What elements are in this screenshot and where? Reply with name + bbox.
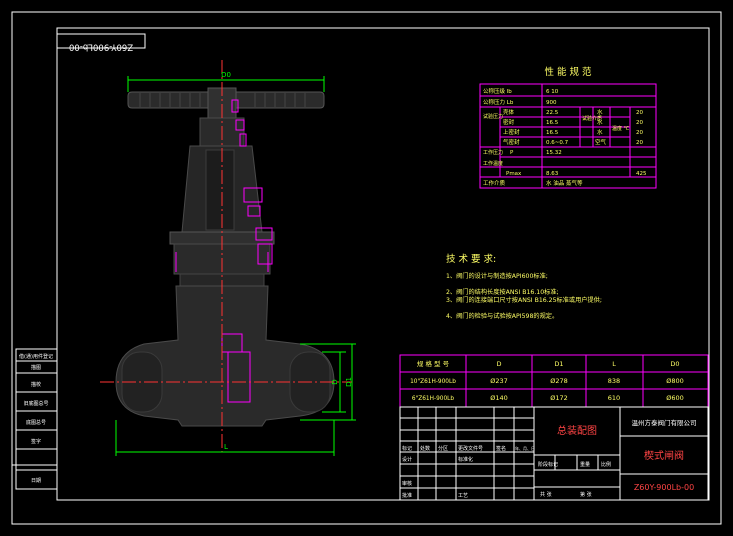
spec-header-2: D1 (554, 360, 563, 368)
tb-label-0: 标记 (402, 445, 412, 452)
spec-table-grid (399, 354, 709, 408)
tech-item-2: 3、阀门的连接端口尺寸按ANSI B16.25标准或用户提供; (446, 296, 602, 304)
spec-header-4: D0 (670, 360, 679, 368)
dim-d0: D0 (221, 71, 231, 79)
sheet-border (11, 11, 722, 525)
perf-label-1: 公称压力 Lb (483, 98, 514, 106)
spec-cell-1-4: Ø600 (666, 394, 684, 402)
strip-label-5: 签字 (31, 438, 41, 445)
spec-header-1: D (496, 360, 501, 368)
strip-label-4: 底图总号 (26, 419, 46, 426)
perf-value-1: 900 (546, 100, 557, 106)
perf-temp-0: 20 (636, 110, 643, 116)
company-name: 温州方泰阀门有限公司 (632, 418, 697, 427)
code-box (56, 33, 146, 49)
spec-cell-1-3: 610 (608, 394, 620, 402)
perf-label-2: 试验压力 (483, 113, 503, 120)
perf-temp-3: 20 (636, 140, 643, 146)
tb-label-14: 共 张 (540, 491, 552, 498)
strip-label-0: 借(通)用件登记 (19, 353, 53, 360)
performance-title: 性 能 规 范 (544, 66, 592, 78)
perf-medium-2: 水 (597, 128, 603, 136)
perf-medium-1: 水 (597, 118, 603, 126)
tech-title: 技 术 要 求: (446, 253, 496, 265)
perf-sub-0: 壳体 (503, 108, 515, 116)
drawing-code: Z60Y-900Lb-00 (634, 483, 694, 492)
tech-item-1: 2、阀门的结构长度按ANSI B16.10标准; (446, 288, 559, 296)
left-registration-strip: 借(通)用件登记 描图 描校 旧底图总号 底图总号 签字 日期 (15, 348, 58, 490)
strip-label-6: 日期 (31, 478, 41, 484)
perf-temp-label: 温度 ℃ (612, 125, 630, 132)
spec-cell-1-0: 6"Z61H-900Lb (412, 396, 454, 402)
perf-val-3: 0.6~0.7 (546, 140, 569, 146)
tech-item-3: 4、阀门的检验与试验按API598的规定。 (446, 312, 558, 320)
perf-medium-label: 试验介质 (582, 115, 602, 122)
spec-header-3: L (612, 360, 616, 368)
tb-label-15: 第 张 (580, 491, 592, 498)
strip-label-3: 旧底图总号 (23, 400, 48, 407)
title-block-grid (399, 406, 709, 501)
perf-value-0: 6 10 (546, 89, 559, 95)
perf-label-4: 工作温度 (483, 160, 503, 167)
perf-val-2: 16.5 (546, 130, 559, 136)
perf-label-0: 公称压级 lb (483, 87, 512, 95)
perf-medium-0: 水 (597, 108, 603, 116)
perf-temp-2: 20 (636, 130, 643, 136)
tb-label-13: 批准 (402, 492, 412, 499)
perf-medium-3: 空气 (595, 138, 607, 146)
spec-cell-0-4: Ø800 (666, 377, 684, 385)
tb-label-10: 比例 (601, 461, 611, 468)
dimensions (115, 76, 356, 456)
mirrored-drawing-code: Z60Y-900Lb-00 (69, 42, 133, 52)
perf-val-0: 22.5 (546, 110, 559, 116)
dim-l: L (224, 443, 228, 451)
performance-table-grid (479, 83, 657, 189)
spec-cell-0-3: 838 (608, 377, 620, 385)
tb-label-2: 分区 (438, 445, 448, 452)
spec-cell-0-2: Ø278 (550, 377, 568, 385)
tb-label-3: 更改文件号 (458, 445, 483, 452)
tb-label-9: 重量 (580, 461, 590, 468)
strip-label-1: 描图 (31, 364, 41, 371)
perf-sub-1: 密封 (503, 118, 515, 126)
perf-label-5: 工作介质 (483, 179, 506, 187)
drawing-name: 总装配图 (557, 424, 597, 437)
tb-label-1: 处数 (420, 445, 430, 452)
gate-valve-drawing (100, 60, 352, 452)
perf-temp-pmax: 425 (636, 171, 647, 177)
frame-border (56, 27, 710, 501)
perf-sub-3: 气密封 (503, 138, 520, 146)
spec-cell-0-0: 10"Z61H-900Lb (410, 379, 456, 385)
dim-d1: D1 (345, 377, 353, 387)
tb-label-12: 工艺 (458, 493, 468, 499)
tb-label-4: 签名 (496, 445, 506, 452)
spec-header-0: 规 格 型 号 (417, 359, 450, 368)
spec-cell-1-2: Ø172 (550, 394, 568, 402)
tb-label-11: 审核 (402, 480, 412, 487)
perf-temp-1: 20 (636, 120, 643, 126)
dim-d: D (331, 379, 339, 384)
tb-label-5: 年、月、日 (515, 445, 535, 451)
perf-sub-p: P (510, 150, 514, 156)
tech-item-0: 1、阀门的设计与制造按API600标准; (446, 272, 548, 280)
product-name: 楔式闸阀 (644, 449, 684, 462)
spec-cell-0-1: Ø237 (490, 377, 508, 385)
perf-val-pmax: 8.63 (546, 171, 559, 177)
perf-label-3: 工作压力 (483, 149, 503, 156)
tb-label-7: 标准化 (458, 456, 473, 463)
strip-label-2: 描校 (31, 381, 41, 388)
spec-cell-1-1: Ø140 (490, 394, 508, 402)
tb-label-6: 设计 (402, 456, 412, 463)
perf-sub-pmax: Pmax (506, 171, 522, 177)
tb-label-8: 阶段标记 (538, 461, 558, 468)
valve-body (115, 285, 335, 427)
perf-val-1: 16.5 (546, 120, 559, 126)
perf-sub-2: 上密封 (503, 128, 520, 136)
perf-val-p: 15.32 (546, 150, 562, 156)
perf-value-5: 水 油品 蒸气等 (546, 179, 583, 187)
